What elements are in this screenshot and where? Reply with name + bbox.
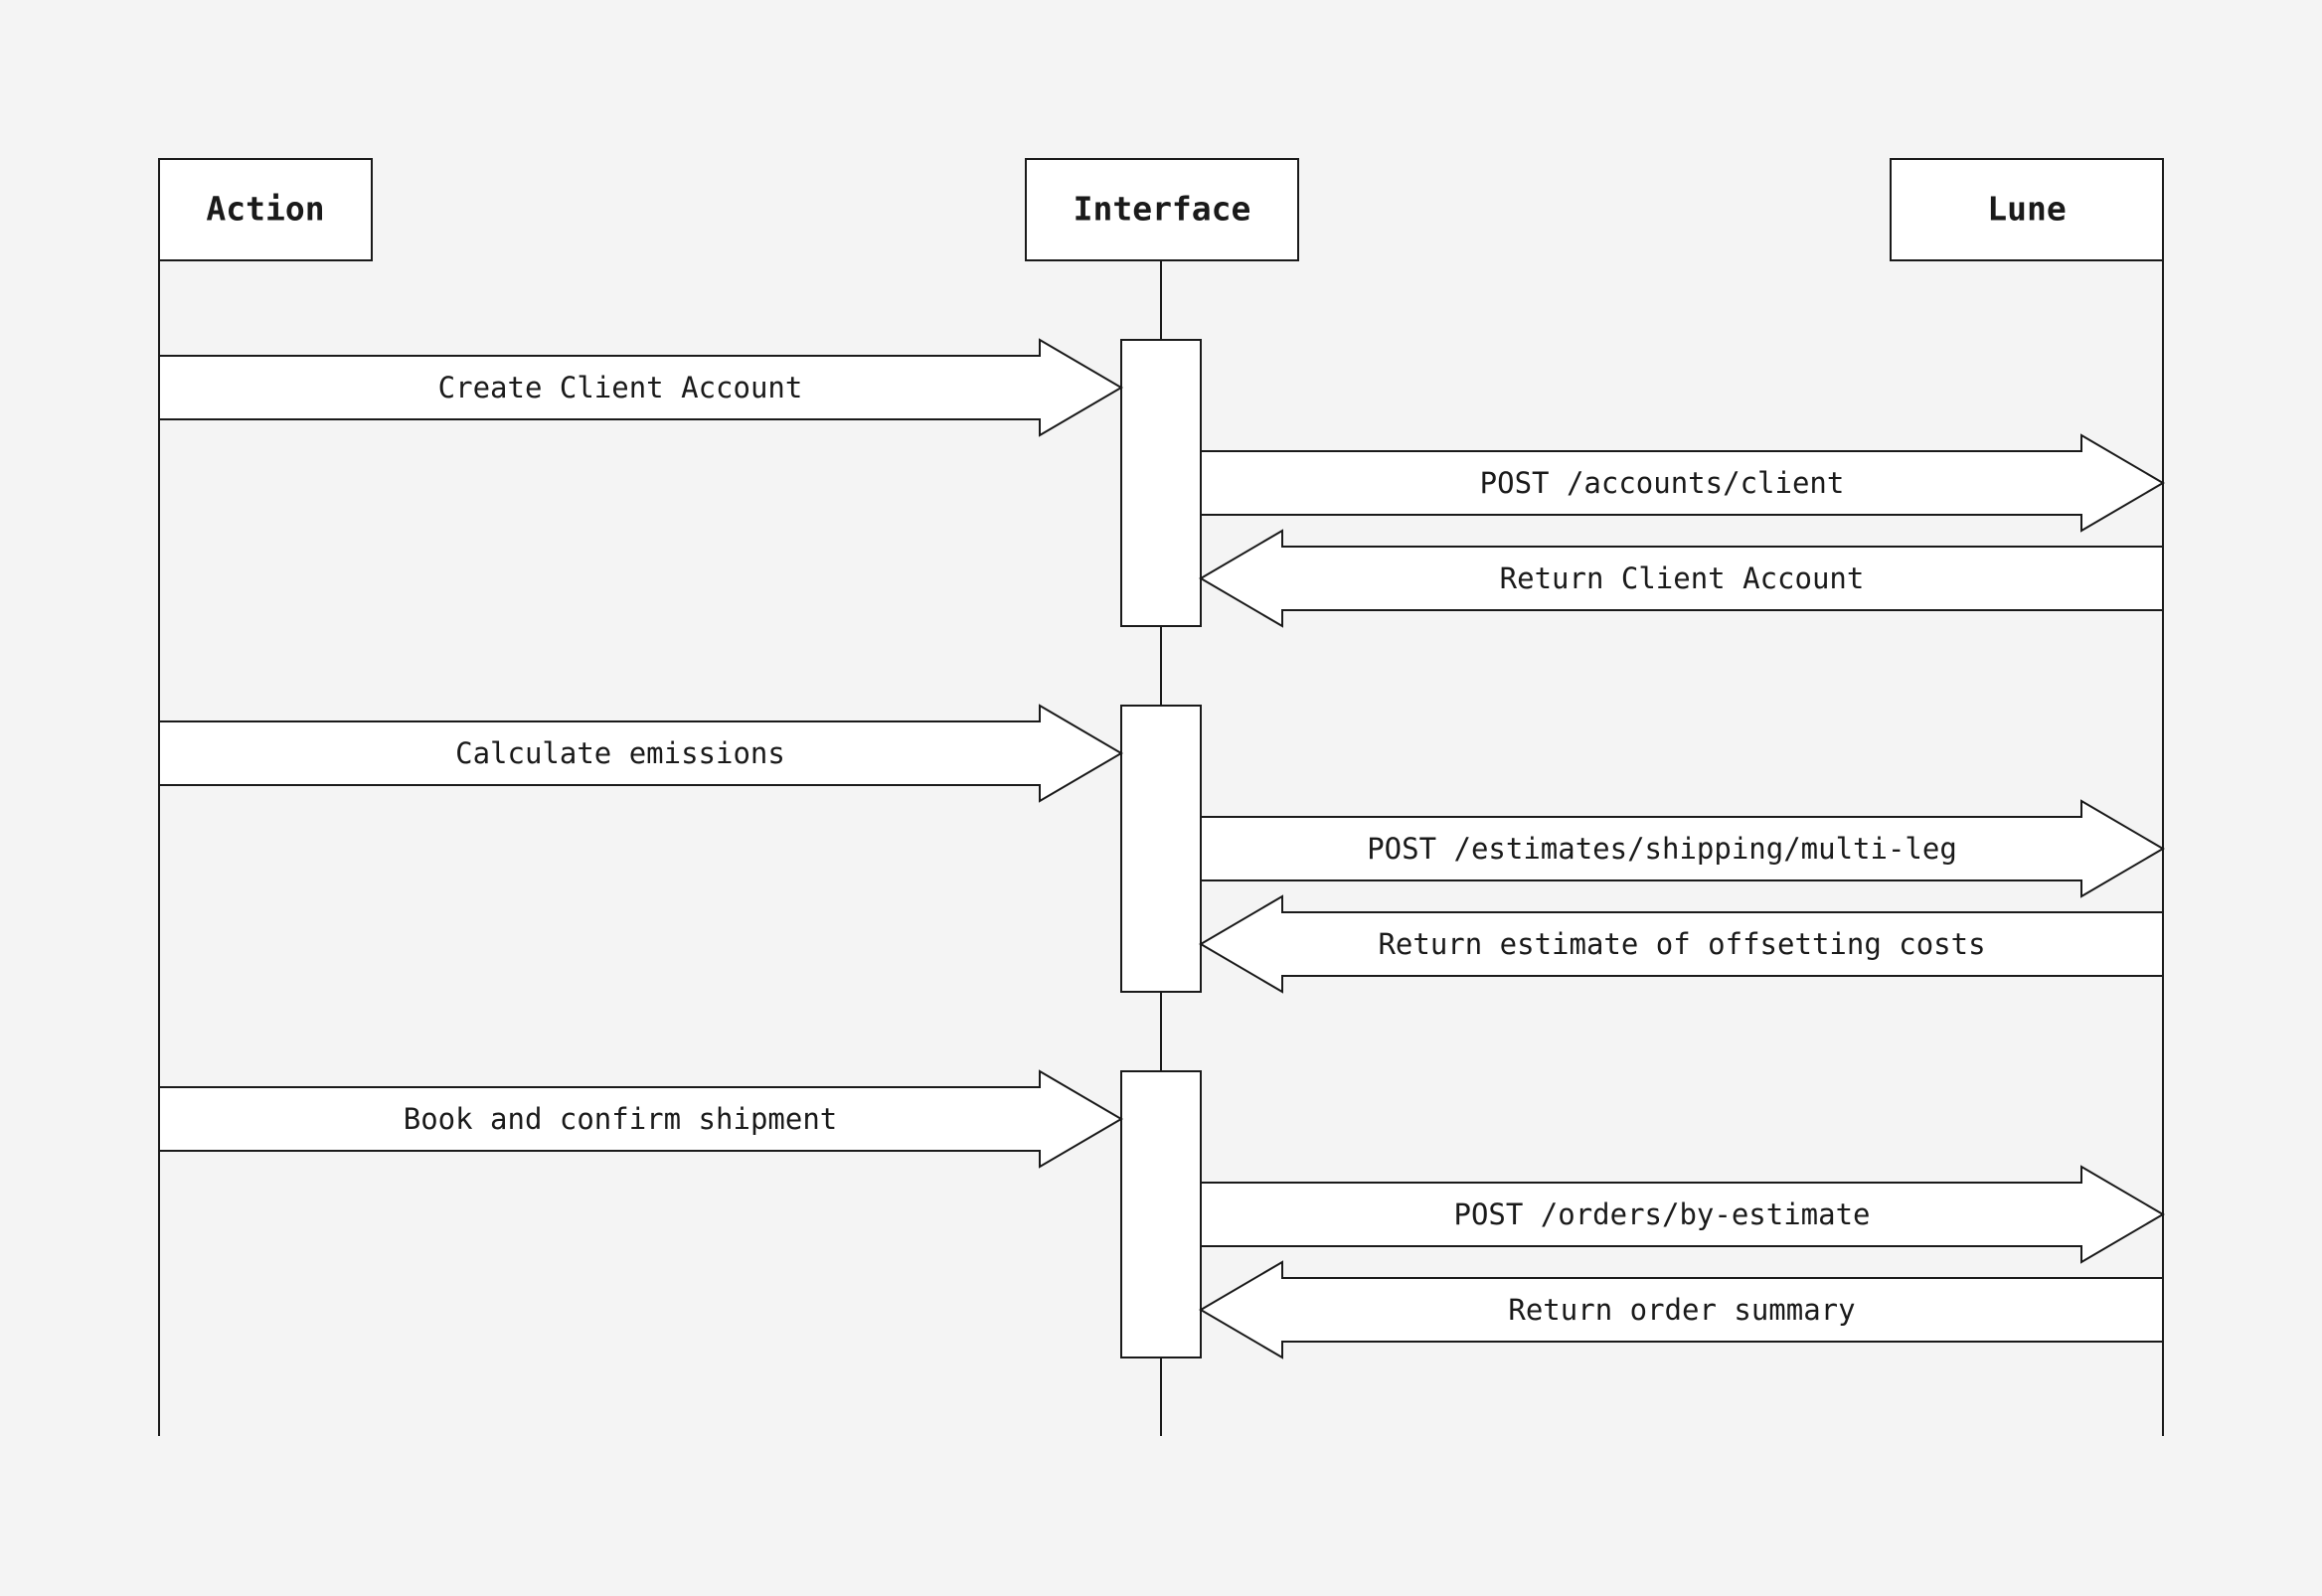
arrow-left-shape — [1199, 1260, 2164, 1359]
arrow-right-shape — [158, 338, 1123, 437]
message-label: POST /accounts/client — [1480, 466, 1845, 500]
message-post-orders-by-estimate: POST /orders/by-estimate — [1200, 1165, 2165, 1264]
message-label: Return Client Account — [1500, 561, 1865, 595]
message-label: Return order summary — [1508, 1293, 1855, 1327]
message-label: POST /estimates/shipping/multi-leg — [1367, 832, 1957, 866]
message-return-order-summary: Return order summary — [1199, 1260, 2164, 1359]
message-return-client-account: Return Client Account — [1199, 529, 2164, 628]
message-post-accounts-client: POST /accounts/client — [1200, 433, 2165, 533]
participant-label: Lune — [1987, 190, 2066, 229]
arrow-left-shape — [1199, 529, 2164, 628]
message-calculate-emissions: Calculate emissions — [158, 704, 1123, 803]
arrow-right-shape — [158, 704, 1123, 803]
participant-box — [1890, 158, 2164, 261]
participant-label: Action — [206, 190, 324, 229]
message-label: Return estimate of offsetting costs — [1378, 927, 1985, 961]
message-return-estimate: Return estimate of offsetting costs — [1199, 894, 2164, 994]
arrow-right-shape — [1200, 799, 2165, 898]
activation-box-1 — [1120, 339, 1202, 627]
arrow-right-shape — [1200, 433, 2165, 533]
message-label: POST /orders/by-estimate — [1453, 1197, 1870, 1231]
arrow-left-shape — [1199, 894, 2164, 994]
activation-box-2 — [1120, 705, 1202, 993]
message-book-confirm-shipment: Book and confirm shipment — [158, 1069, 1123, 1169]
message-label: Calculate emissions — [455, 736, 785, 770]
participant-lune: Lune — [1890, 158, 2164, 261]
message-post-estimates-shipping: POST /estimates/shipping/multi-leg — [1200, 799, 2165, 898]
arrow-right-shape — [158, 1069, 1123, 1169]
participant-action: Action — [158, 158, 373, 261]
participant-box — [158, 158, 373, 261]
participant-label: Interface — [1074, 190, 1251, 229]
arrow-right-shape — [1200, 1165, 2165, 1264]
activation-box-3 — [1120, 1070, 1202, 1358]
message-label: Create Client Account — [438, 371, 803, 404]
participant-interface: Interface — [1025, 158, 1299, 261]
message-label: Book and confirm shipment — [404, 1102, 838, 1136]
message-create-client-account: Create Client Account — [158, 338, 1123, 437]
participant-box — [1025, 158, 1299, 261]
